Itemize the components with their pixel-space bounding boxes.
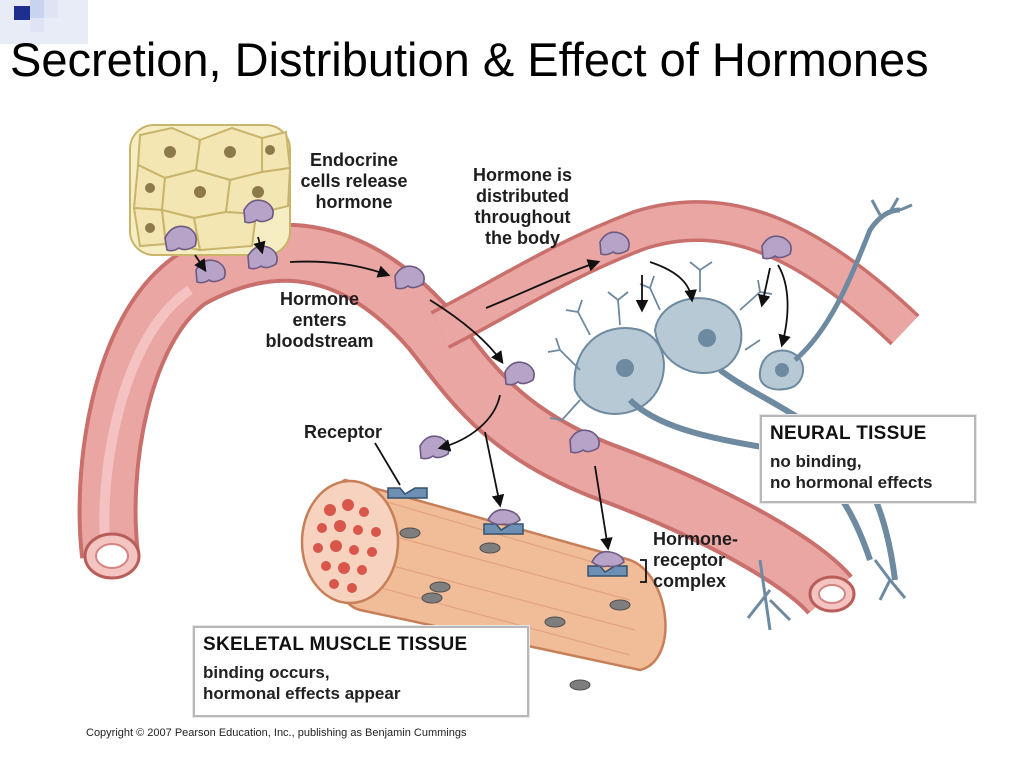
label-enters-line2: enters (292, 310, 347, 330)
muscle-fiber (300, 478, 667, 691)
label-distributed-line1: Hormone is (472, 165, 573, 185)
label-enters-line3: bloodstream (265, 331, 374, 351)
label-endocrine-line2: cells release (300, 171, 408, 191)
skeletal-muscle-line1: binding occurs, (203, 663, 330, 682)
skeletal-muscle-line2: hormonal effects appear (203, 684, 401, 703)
label-distributed: Hormone is distributed throughout the bo… (460, 165, 585, 249)
skeletal-muscle-box: SKELETAL MUSCLE TISSUE binding occurs, h… (193, 626, 529, 717)
neural-tissue-line2: no hormonal effects (770, 473, 933, 492)
label-enters-line1: Hormone (279, 289, 359, 309)
label-enters: Hormone enters bloodstream (252, 289, 387, 352)
label-complex: Hormone- receptor complex (653, 529, 738, 592)
label-receptor: Receptor (304, 422, 383, 442)
neural-tissue-line1: no binding, (770, 452, 862, 471)
skeletal-muscle-title: SKELETAL MUSCLE TISSUE (203, 634, 468, 655)
label-endocrine: Endocrine cells release hormone (289, 150, 419, 213)
vessel-opening-right (808, 575, 856, 613)
label-endocrine-line1: Endocrine (309, 150, 398, 170)
endocrine-cells (129, 124, 292, 256)
blood-vessel (77, 200, 920, 616)
label-distributed-line2: distributed (476, 186, 569, 206)
label-distributed-line4: the body (485, 228, 560, 248)
corner-decoration (0, 0, 88, 44)
slide-title: Secretion, Distribution & Effect of Horm… (10, 33, 929, 86)
vessel-opening-left (83, 532, 141, 580)
copyright-notice: Copyright © 2007 Pearson Education, Inc.… (86, 727, 467, 739)
label-endocrine-line3: hormone (315, 192, 393, 212)
label-complex-line1: Hormone- (653, 529, 738, 549)
neural-tissue-title: NEURAL TISSUE (770, 423, 927, 444)
pathway-arrows (194, 236, 791, 583)
label-complex-line2: receptor (653, 550, 726, 570)
neuron-dendrites (547, 261, 773, 421)
label-complex-line3: complex (653, 571, 727, 591)
label-distributed-line3: throughout (474, 207, 571, 227)
neural-tissue-box: NEURAL TISSUE no binding, no hormonal ef… (760, 415, 976, 503)
